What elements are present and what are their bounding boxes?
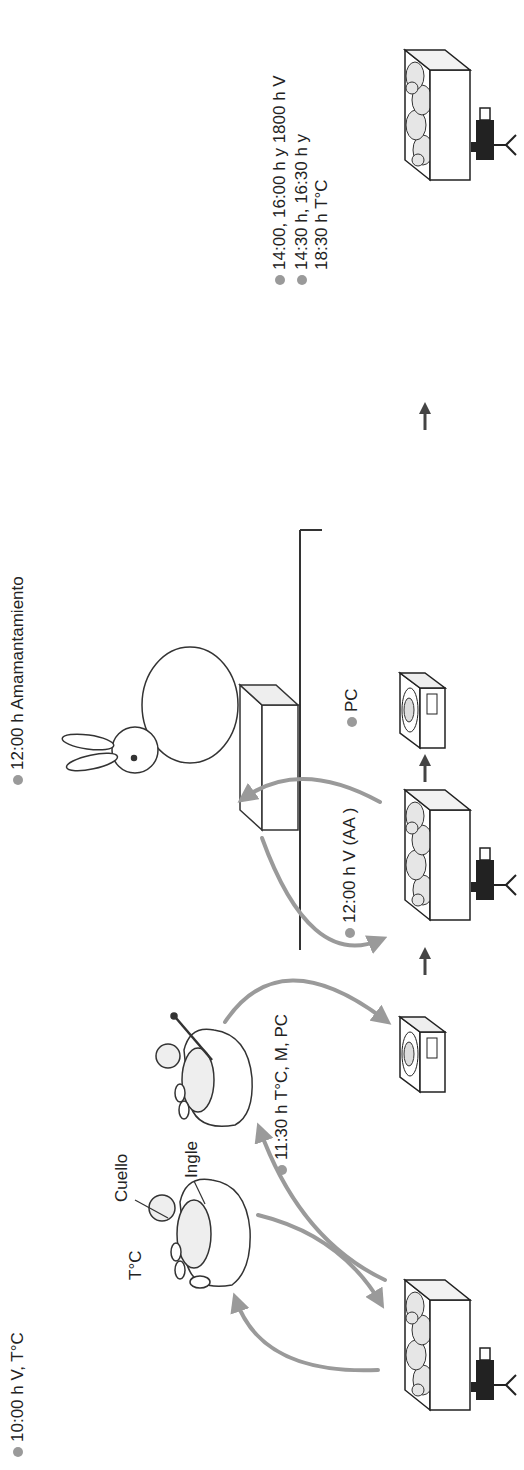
time-label: PC: [342, 688, 362, 712]
time-label: 12:00 h Amamantamiento: [8, 576, 28, 770]
leader-line: [135, 1200, 168, 1218]
video-camera: [471, 848, 516, 900]
nest-cage: [405, 50, 470, 180]
step-arrow: [419, 754, 431, 782]
time-label: 14:00, 16:00 h y 1800 h V: [270, 75, 290, 270]
step-arrow: [419, 402, 431, 430]
hand-with-thermometer: [156, 1013, 252, 1126]
step-arrow: [419, 947, 431, 975]
weighing-scale: [400, 1017, 445, 1092]
hand-with-pup: [149, 1179, 250, 1288]
video-camera: [471, 108, 516, 160]
time-label: Cuello: [112, 1154, 132, 1202]
bullets: [13, 275, 357, 1457]
leader-line: [194, 1181, 205, 1204]
time-label: Ingle: [182, 1141, 202, 1178]
time-label: 12:00 h V (AA ): [340, 808, 360, 923]
time-label: 11:30 h T°C, M, PC: [272, 1014, 292, 1160]
time-label: T°C: [126, 1251, 146, 1280]
nest-cage: [405, 790, 470, 920]
weighing-scale: [400, 673, 445, 748]
time-label: 10:00 h V, T°C: [8, 1332, 28, 1442]
video-camera: [471, 1348, 516, 1400]
nest-cage: [405, 1280, 470, 1410]
flow-arrows: [225, 779, 385, 1370]
time-label: 14:30 h, 16:30 h y 18:30 h T°C: [292, 120, 332, 270]
